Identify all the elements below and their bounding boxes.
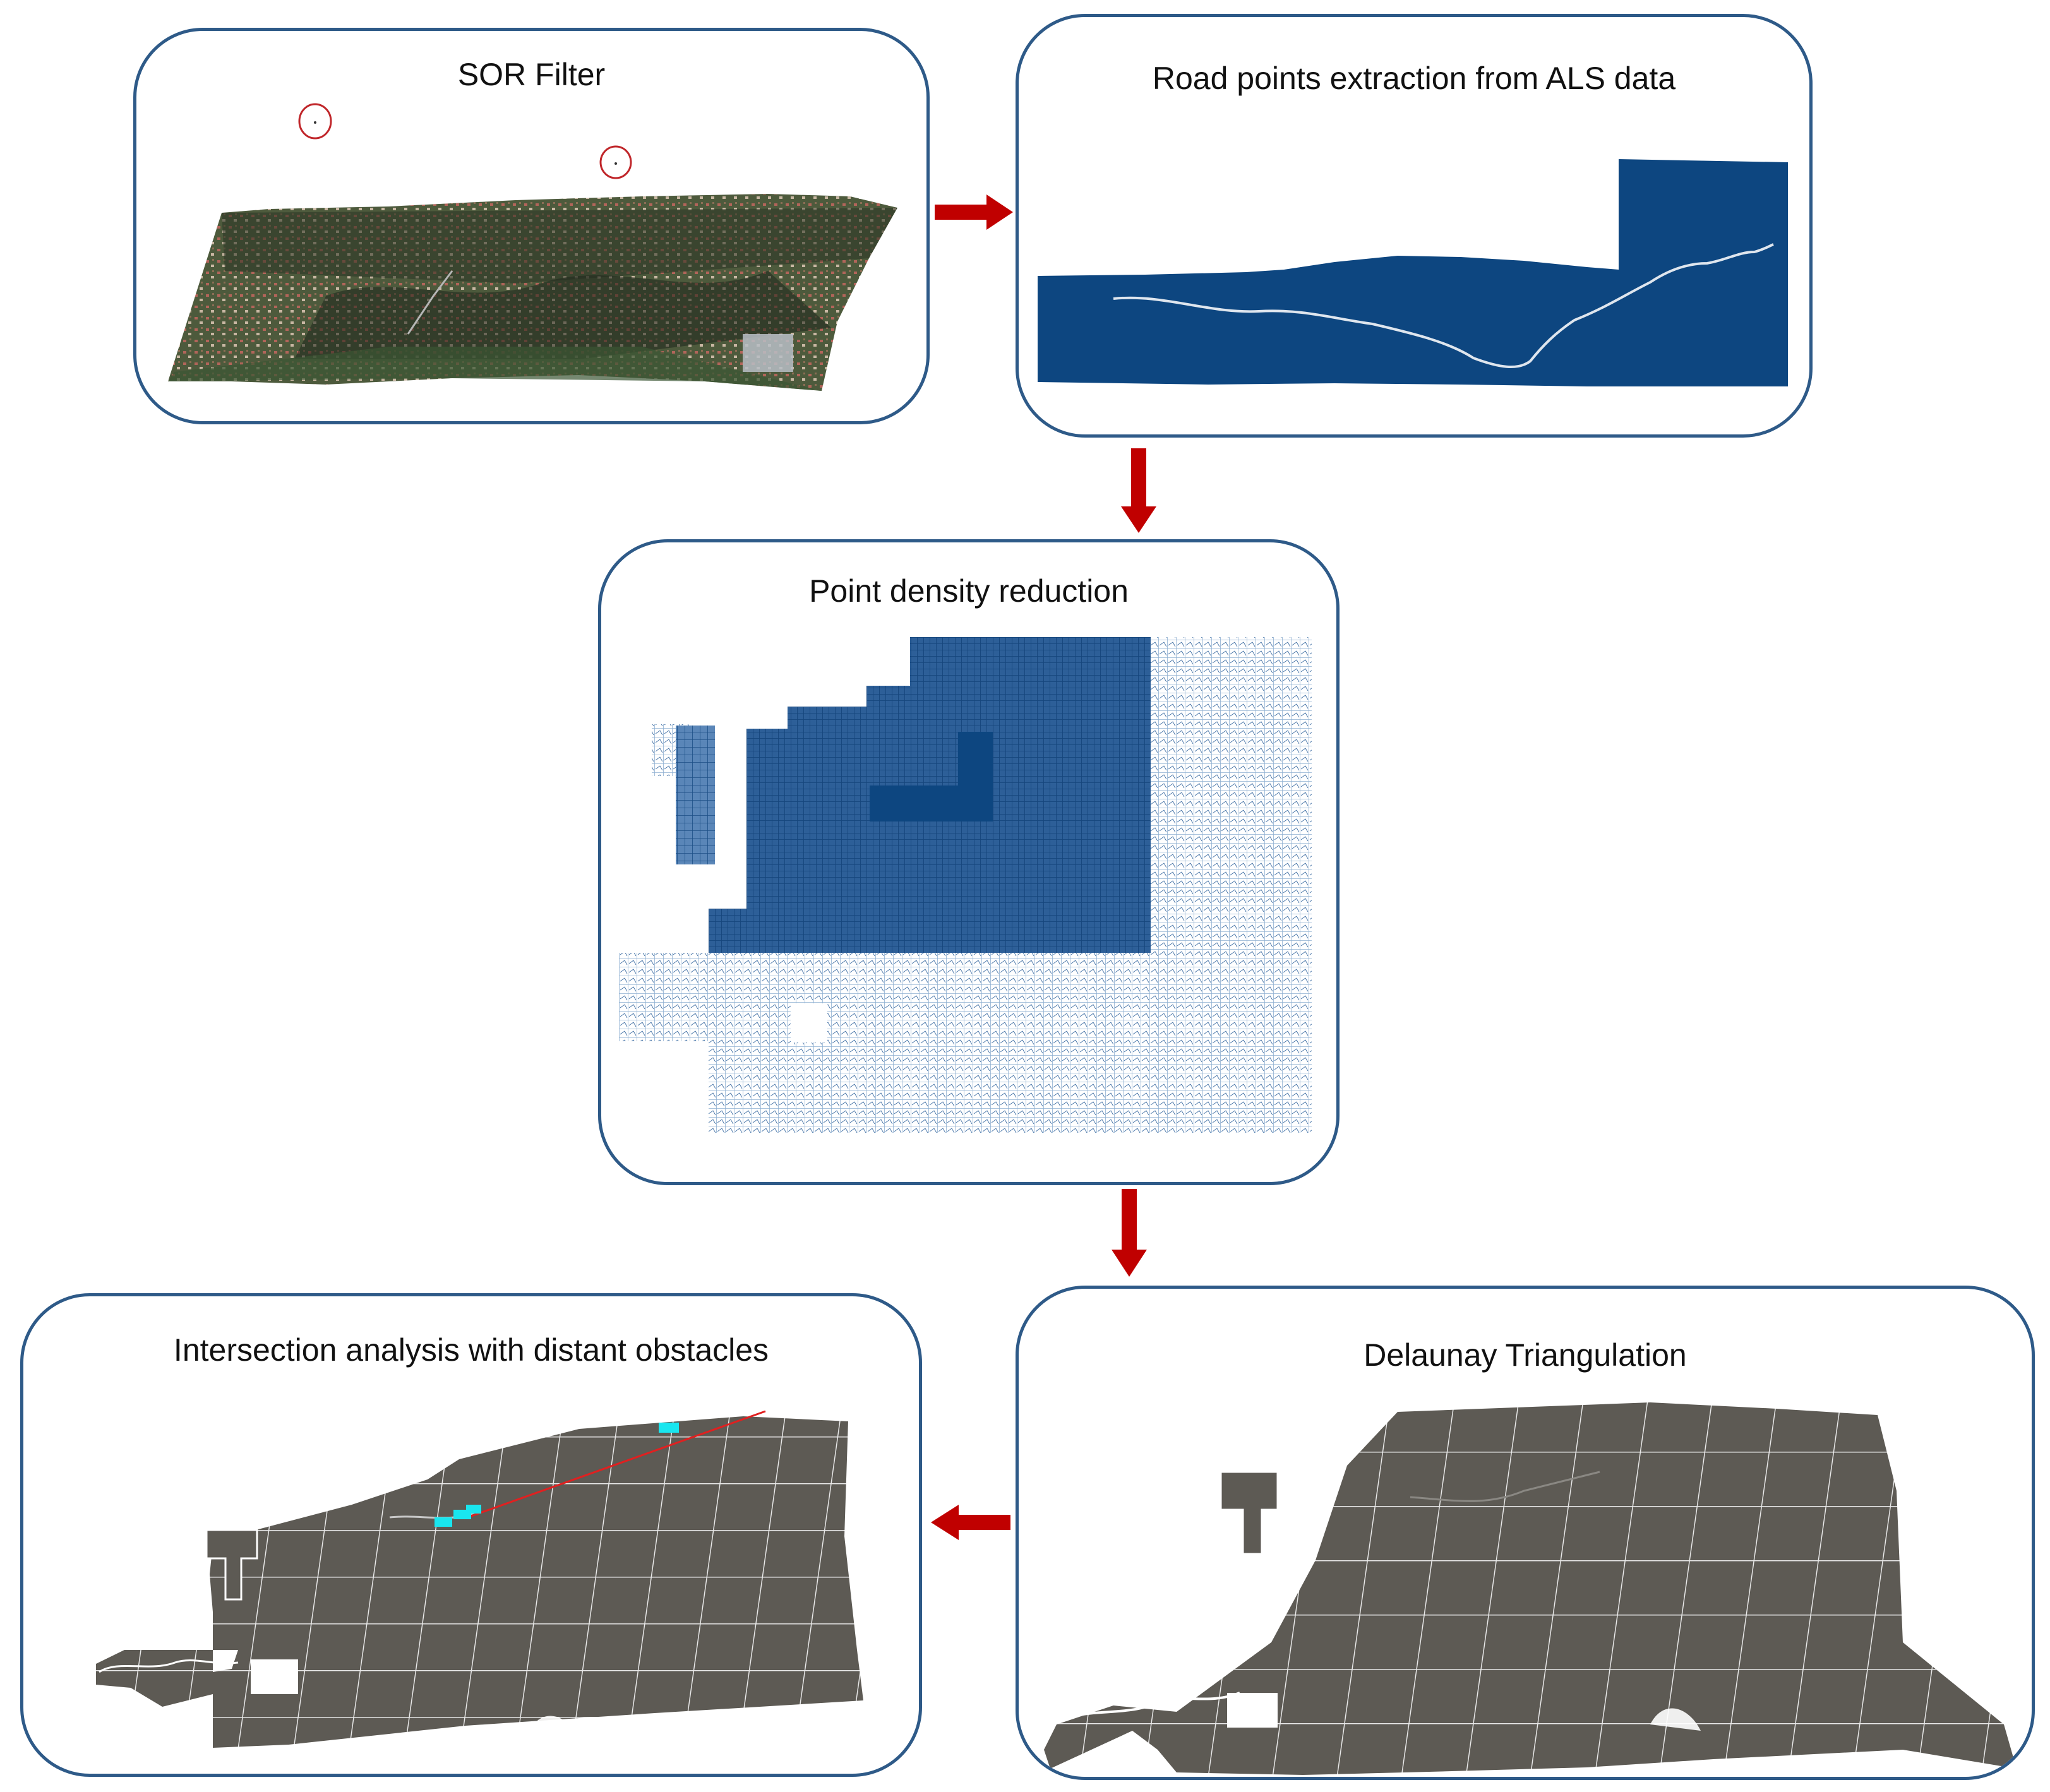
sor-terrain-image — [168, 103, 897, 391]
obstacle-marker — [659, 1423, 679, 1433]
outlier-circle — [298, 103, 332, 140]
als-point-cloud — [1038, 159, 1788, 386]
road-corridor-block — [870, 732, 993, 821]
als-road-image — [1038, 159, 1788, 386]
panel-delaunay: Delaunay Triangulation — [1016, 1286, 2035, 1780]
panel-sor-filter: SOR Filter — [133, 28, 930, 424]
obstacle-marker — [435, 1517, 452, 1527]
arrow-down — [1112, 1189, 1147, 1277]
panel-title: Point density reduction — [809, 573, 1129, 609]
line-of-sight — [464, 1410, 766, 1520]
arrow-left — [931, 1505, 1010, 1540]
medium-density-region — [676, 726, 715, 864]
tin-mesh-surface — [96, 1416, 863, 1748]
density-grid-image — [619, 637, 1312, 1133]
arrow-right — [935, 194, 1013, 230]
tin-mesh-surface — [1044, 1402, 2017, 1775]
panel-title: SOR Filter — [457, 57, 606, 92]
panel-title: Intersection analysis with distant obsta… — [173, 1332, 769, 1368]
panel-title: Delaunay Triangulation — [1364, 1337, 1687, 1373]
panel-title: Road points extraction from ALS data — [1152, 61, 1676, 96]
panel-density-reduction: Point density reduction — [598, 539, 1340, 1185]
panel-road-extraction: Road points extraction from ALS data — [1016, 14, 1813, 438]
data-gap — [791, 1003, 827, 1042]
obstacle-marker — [466, 1505, 481, 1514]
delaunay-mesh-image — [1044, 1402, 2017, 1775]
intersection-mesh-image — [96, 1410, 863, 1748]
outlier-circle — [599, 145, 632, 179]
road-points-line — [1113, 243, 1774, 369]
arrow-down — [1121, 448, 1156, 533]
panel-intersection: Intersection analysis with distant obsta… — [20, 1293, 922, 1777]
